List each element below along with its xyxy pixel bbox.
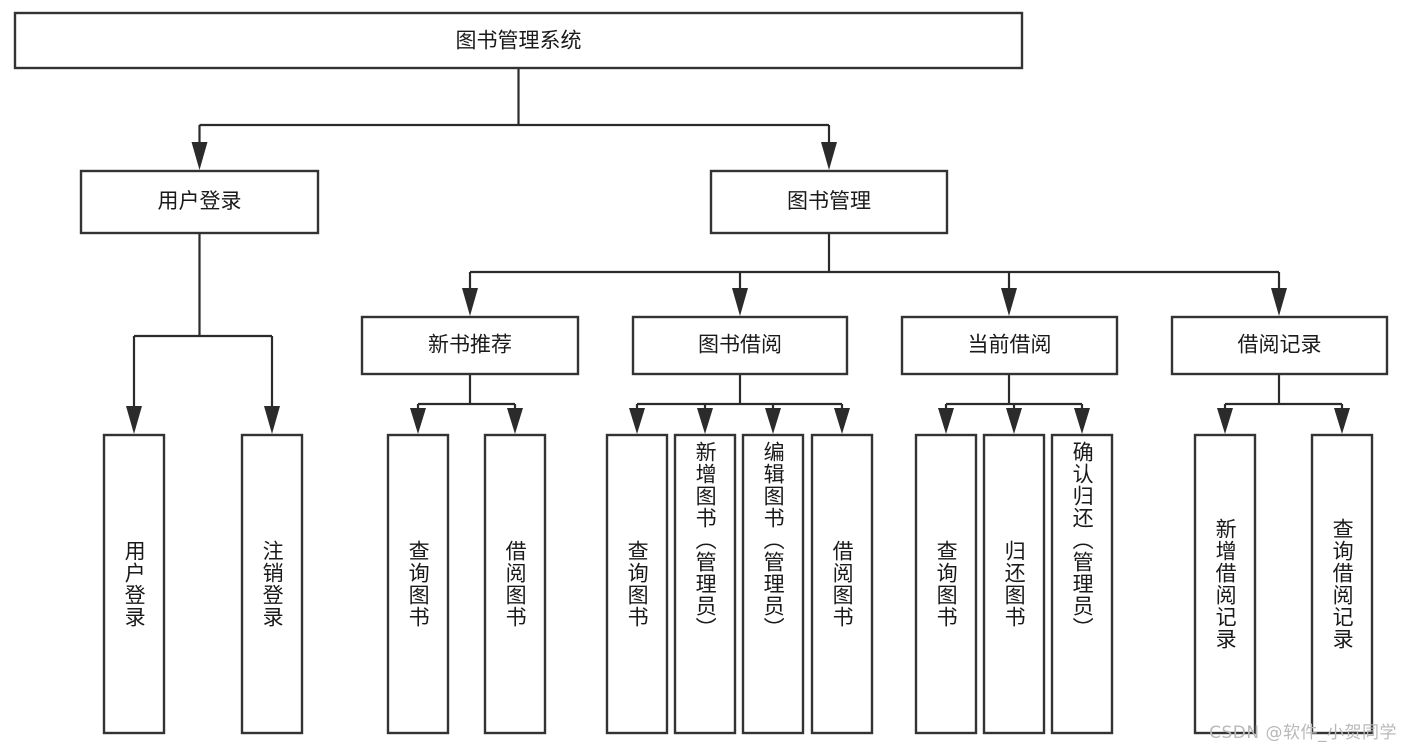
- arrow-bookmanage-to-borrowrecord: [1271, 288, 1287, 316]
- node-current-borrow-box[interactable]: [900, 315, 1119, 376]
- arrow-bookborrow-leaf-2: [697, 408, 713, 434]
- leaf-edit-book-box[interactable]: [741, 433, 805, 735]
- arrow-root-to-bookmanage: [821, 142, 837, 170]
- node-borrow-record-box[interactable]: [1170, 315, 1389, 376]
- arrow-borrowrecord-leaf-2: [1334, 408, 1350, 434]
- arrow-bookmanage-to-currentborrow: [1001, 288, 1017, 316]
- arrow-userlogin-leaf-2: [264, 406, 280, 434]
- leaf-add-record-box[interactable]: [1193, 433, 1257, 735]
- leaf-user-logout-box[interactable]: [240, 433, 304, 735]
- arrow-currentborrow-leaf-2: [1006, 408, 1022, 434]
- node-user-login[interactable]: 用户登录: [79, 169, 320, 235]
- node-user-login-label: 用户登录: [158, 189, 242, 213]
- arrow-bookborrow-leaf-3: [765, 408, 781, 434]
- leaf-add-book-box[interactable]: [673, 433, 737, 735]
- node-book-borrow-box[interactable]: [631, 315, 849, 376]
- node-current-borrow[interactable]: 当前借阅: [900, 315, 1119, 376]
- leaf-borrow-book-1-box[interactable]: [483, 433, 547, 735]
- leaf-return-book-box[interactable]: [982, 433, 1046, 735]
- arrow-newbook-leaf-1: [410, 408, 426, 434]
- node-root-box[interactable]: [13, 11, 1024, 70]
- arrow-bookborrow-leaf-1: [629, 408, 645, 434]
- node-new-book-rec-label: 新书推荐: [428, 333, 512, 357]
- node-book-manage-label: 图书管理: [787, 189, 871, 213]
- csdn-watermark: CSDN @软件_小贺同学: [1209, 723, 1397, 743]
- node-book-borrow[interactable]: 图书借阅: [631, 315, 849, 376]
- leaf-user-login-box[interactable]: [102, 433, 166, 735]
- leaf-query-record-box[interactable]: [1310, 433, 1374, 735]
- leaf-layer: [102, 433, 1374, 735]
- node-book-manage-box[interactable]: [709, 169, 949, 235]
- node-book-manage[interactable]: 图书管理: [709, 169, 949, 235]
- leaf-query-book-2-box[interactable]: [605, 433, 669, 735]
- node-new-book-rec-box[interactable]: [360, 315, 580, 376]
- arrow-userlogin-leaf-1: [126, 406, 142, 434]
- node-new-book-rec[interactable]: 新书推荐: [360, 315, 580, 376]
- node-current-borrow-label: 当前借阅: [968, 333, 1052, 357]
- node-borrow-record-label: 借阅记录: [1238, 333, 1322, 357]
- arrow-bookmanage-to-bookborrow: [732, 288, 748, 316]
- leaf-confirm-return-box[interactable]: [1050, 433, 1114, 735]
- arrow-borrowrecord-leaf-1: [1217, 408, 1233, 434]
- connector-layer: [126, 68, 1350, 434]
- node-root-label: 图书管理系统: [456, 29, 582, 53]
- arrow-currentborrow-leaf-3: [1074, 408, 1090, 434]
- node-root[interactable]: 图书管理系统: [13, 11, 1024, 70]
- arrow-currentborrow-leaf-1: [938, 408, 954, 434]
- node-user-login-box[interactable]: [79, 169, 320, 235]
- leaf-borrow-book-2-box[interactable]: [810, 433, 874, 735]
- leaf-query-book-1-box[interactable]: [386, 433, 450, 735]
- arrow-bookmanage-to-newbook: [462, 288, 478, 316]
- node-borrow-record[interactable]: 借阅记录: [1170, 315, 1389, 376]
- arrow-newbook-leaf-2: [507, 408, 523, 434]
- leaf-query-book-3-box[interactable]: [914, 433, 978, 735]
- arrow-bookborrow-leaf-4: [834, 408, 850, 434]
- node-book-borrow-label: 图书借阅: [698, 333, 782, 357]
- arrow-root-to-userlogin: [191, 142, 208, 170]
